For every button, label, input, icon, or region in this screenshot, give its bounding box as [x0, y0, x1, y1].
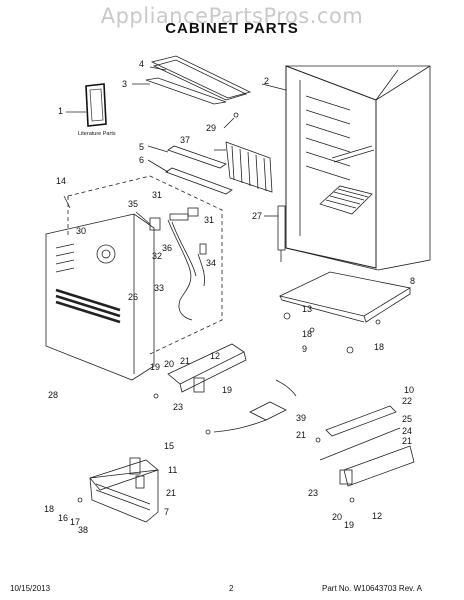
top-trim-strips — [132, 55, 252, 129]
callout-19b: 19 — [222, 385, 232, 395]
callout-15: 15 — [164, 441, 174, 451]
toe-plate-upper — [153, 343, 247, 399]
callout-18c: 18 — [374, 342, 384, 352]
back-panel — [45, 195, 155, 381]
footer-page: 2 — [229, 584, 234, 593]
callout-35: 35 — [128, 199, 138, 209]
callout-1: 1 — [58, 106, 63, 116]
callout-8: 8 — [410, 276, 415, 286]
callout-37: 37 — [180, 135, 190, 145]
callout-29: 29 — [206, 123, 216, 133]
callout-17: 17 — [70, 517, 80, 527]
callout-21d: 21 — [402, 436, 412, 446]
callout-16: 16 — [58, 513, 68, 523]
literature-label: Literature Parts — [78, 131, 116, 137]
callout-23a: 23 — [173, 402, 183, 412]
callout-33: 33 — [154, 283, 164, 293]
front-rails — [147, 145, 233, 195]
callout-22: 22 — [402, 396, 412, 406]
callout-34: 34 — [206, 258, 216, 268]
callout-3: 3 — [122, 79, 127, 89]
callout-20b: 20 — [332, 512, 342, 522]
control-brackets — [135, 207, 199, 231]
callout-21b: 21 — [166, 488, 176, 498]
callout-31a: 31 — [152, 190, 162, 200]
callout-20a: 20 — [164, 359, 174, 369]
callout-9: 9 — [302, 344, 307, 354]
rear-panel-outline — [67, 175, 223, 355]
callout-13: 13 — [302, 304, 312, 314]
callout-10: 10 — [404, 385, 414, 395]
callout-27: 27 — [252, 211, 262, 221]
callout-2: 2 — [264, 76, 269, 86]
footer-date: 10/15/2013 — [10, 584, 51, 593]
base-tray — [278, 271, 412, 354]
callout-6: 6 — [139, 155, 144, 165]
toe-plate-lower — [315, 405, 415, 503]
callout-39: 39 — [296, 413, 306, 423]
callout-25: 25 — [402, 414, 412, 424]
callout-18b: 18 — [302, 329, 312, 339]
callout-19c: 19 — [344, 520, 354, 530]
callout-32: 32 — [152, 251, 162, 261]
callout-23b: 23 — [308, 488, 318, 498]
watermark: AppliancePartsPros.com — [100, 4, 364, 28]
control-module — [205, 379, 297, 435]
callout-14: 14 — [56, 176, 66, 186]
page-title: CABINET PARTS — [165, 20, 299, 37]
footer-part-no: Part No. W10643703 Rev. A — [322, 584, 422, 593]
callout-7: 7 — [164, 507, 169, 517]
callout-4: 4 — [139, 59, 144, 69]
callout-12a: 12 — [210, 351, 220, 361]
drain-tube — [264, 205, 286, 262]
callout-21a: 21 — [180, 356, 190, 366]
callout-31b: 31 — [204, 215, 214, 225]
callout-38: 38 — [78, 525, 88, 535]
callout-30: 30 — [76, 226, 86, 236]
cabinet-liner — [261, 65, 431, 271]
callout-18a: 18 — [44, 504, 54, 514]
callout-12b: 12 — [372, 511, 382, 521]
callout-28: 28 — [48, 390, 58, 400]
callout-26: 26 — [128, 292, 138, 302]
callout-36: 36 — [162, 243, 172, 253]
callout-5: 5 — [139, 142, 144, 152]
evaporator-coil — [214, 141, 273, 193]
callout-19a: 19 — [150, 362, 160, 372]
callout-24: 24 — [402, 426, 412, 436]
wiring-harness — [167, 219, 207, 321]
callout-labels: 1 2 3 4 5 6 7 8 9 10 11 12 12 13 14 15 1… — [44, 59, 415, 535]
literature-booklet: Literature Parts — [66, 83, 116, 137]
callout-11: 11 — [168, 465, 177, 475]
front-grille — [77, 457, 159, 523]
callout-21c: 21 — [296, 430, 306, 440]
